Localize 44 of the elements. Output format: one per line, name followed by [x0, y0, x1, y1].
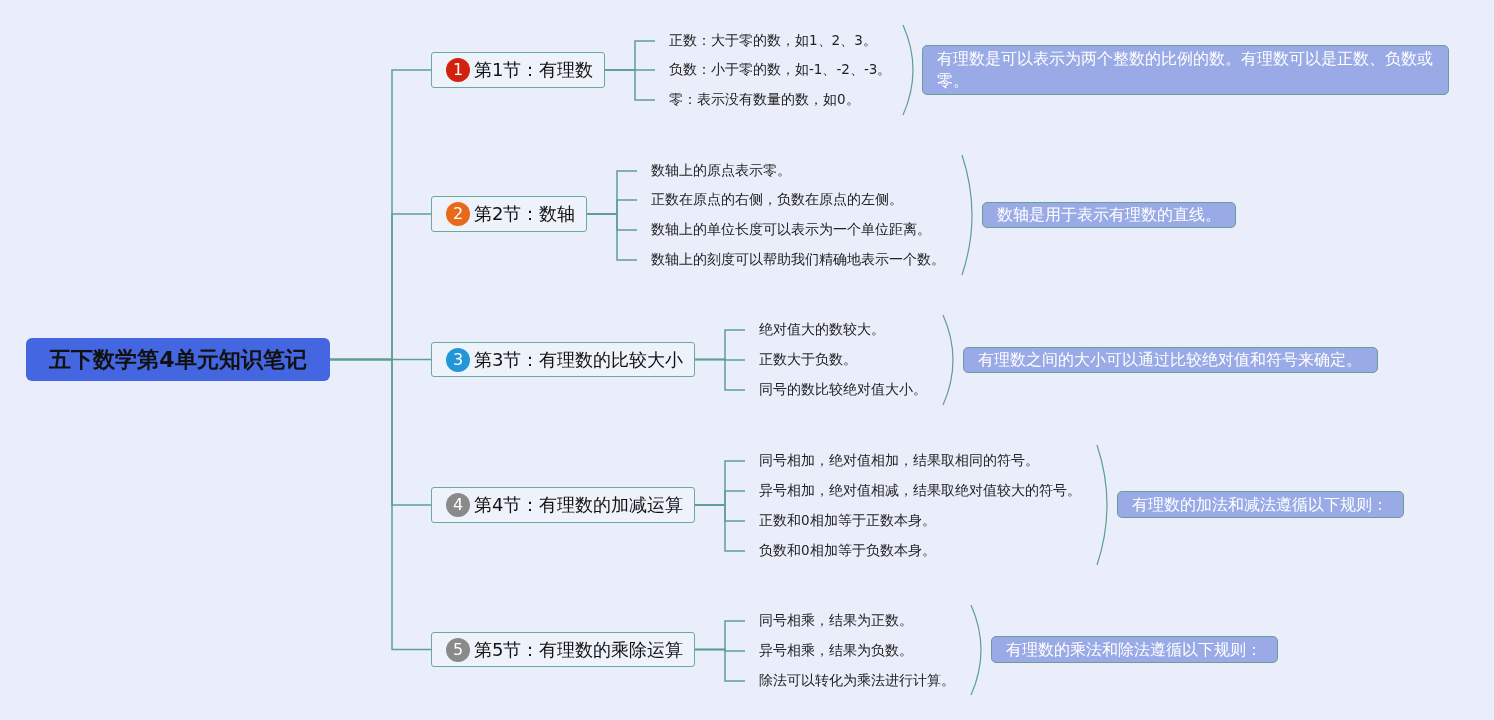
- connector-line: [694, 504, 746, 552]
- number-badge: 5: [446, 637, 470, 662]
- summary-box: 有理数的乘法和除法遵循以下规则：: [991, 636, 1278, 663]
- number-badge: 1: [446, 58, 470, 82]
- summary-box: 有理数之间的大小可以通过比较绝对值和符号来确定。: [963, 347, 1378, 373]
- subtopic-text: 除法可以转化为乘法进行计算。: [745, 670, 965, 692]
- topic-box: [431, 52, 605, 88]
- subtopic-text: 负数：小于零的数，如-1、-2、-3。: [655, 59, 895, 81]
- subtopic-text: 绝对值大的数较大。: [745, 319, 945, 341]
- subtopic-text: 异号相乘，结果为负数。: [745, 640, 965, 662]
- number-badge: 4: [446, 493, 470, 517]
- connector-line: [604, 69, 656, 101]
- topic-label: 第3节：有理数的比较大小: [474, 347, 684, 372]
- connector-line: [329, 358, 432, 651]
- subtopic-text: 数轴上的原点表示零。: [637, 160, 957, 182]
- subtopic-text: 数轴上的单位长度可以表示为一个单位距离。: [637, 219, 957, 241]
- number-badge: 2: [446, 202, 470, 226]
- number-badge: 3: [446, 347, 470, 372]
- topic-label: 第4节：有理数的加减运算: [474, 493, 684, 517]
- subtopic-text: 正数在原点的右侧，负数在原点的左侧。: [637, 189, 957, 211]
- connector-line: [694, 358, 746, 391]
- root-topic-box: 五下数学第4单元知识笔记: [26, 338, 330, 381]
- topic-box: [431, 632, 695, 667]
- summary-box: 数轴是用于表示有理数的直线。: [982, 202, 1236, 228]
- topic-label: 第2节：数轴: [474, 202, 576, 226]
- topic-box: [431, 487, 695, 523]
- summary-box: 有理数是可以表示为两个整数的比例的数。有理数可以是正数、负数或零。: [922, 45, 1449, 95]
- subtopic-text: 同号的数比较绝对值大小。: [745, 379, 945, 401]
- summary-box: 有理数的加法和减法遵循以下规则：: [1117, 491, 1404, 518]
- topic-box: [431, 196, 587, 232]
- subtopic-text: 数轴上的刻度可以帮助我们精确地表示一个数。: [637, 249, 957, 271]
- connector-line: [586, 213, 638, 261]
- subtopic-text: 异号相加，绝对值相减，结果取绝对值较大的符号。: [745, 480, 1095, 502]
- topic-box: [431, 342, 695, 377]
- subtopic-text: 正数大于负数。: [745, 349, 945, 371]
- subtopic-text: 零：表示没有数量的数，如0。: [655, 89, 895, 111]
- subtopic-text: 同号相乘，结果为正数。: [745, 610, 965, 632]
- subtopic-text: 负数和0相加等于负数本身。: [745, 540, 1095, 562]
- subtopic-text: 同号相加，绝对值相加，结果取相同的符号。: [745, 450, 1095, 472]
- subtopic-text: 正数和0相加等于正数本身。: [745, 510, 1095, 532]
- subtopic-text: 正数：大于零的数，如1、2、3。: [655, 30, 895, 52]
- topic-label: 第5节：有理数的乘除运算: [474, 637, 684, 662]
- connector-line: [694, 648, 746, 682]
- topic-label: 第1节：有理数: [474, 58, 594, 82]
